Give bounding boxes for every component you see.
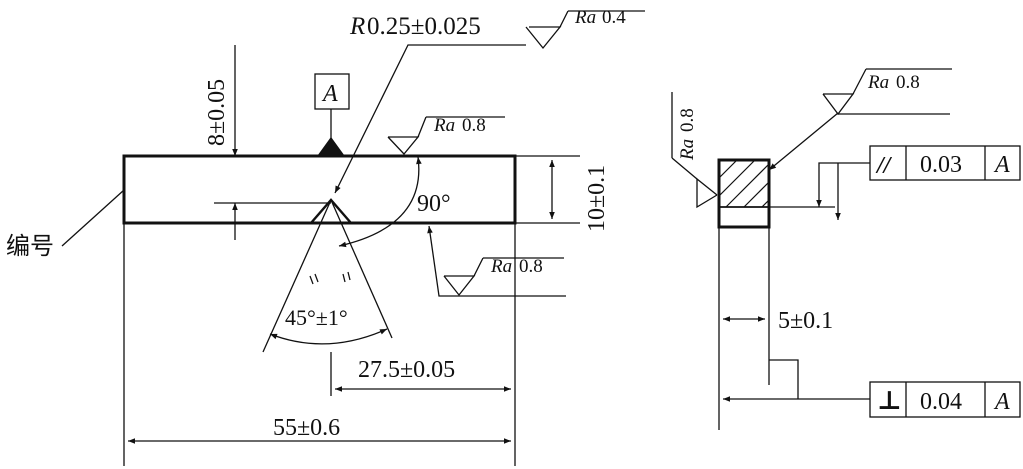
ra-value-notch: 0.4: [602, 7, 626, 28]
parallel-datum: A: [993, 152, 1010, 178]
length-dimension: 55±0.6: [273, 415, 340, 441]
thickness-dimension: 5±0.1: [778, 308, 833, 334]
ra-value-side: 0.8: [896, 72, 920, 93]
depth-dimension: 8±0.05: [204, 79, 230, 146]
ra-symbol-notch: Ra: [574, 7, 596, 28]
notch-angle-arc: [269, 328, 388, 345]
perpendicular-symbol: ⊥: [877, 386, 902, 415]
radius-prefix: R: [349, 13, 365, 40]
radius-dimension: 0.25±0.025: [367, 13, 481, 40]
specimen-side-body: [717, 158, 771, 229]
height-dimension: 10±0.1: [584, 165, 610, 232]
ra-symbol-side: Ra: [867, 72, 889, 93]
angle-90-arc: [338, 156, 422, 248]
ra-value-top: 0.8: [462, 115, 486, 136]
parallel-symbol: //: [875, 153, 893, 179]
perpendicular-value: 0.04: [920, 389, 962, 415]
datum-triangle: [316, 136, 346, 157]
datum-box: [314, 73, 350, 110]
perpendicular-datum: A: [993, 389, 1010, 415]
part-number-label: 编号: [6, 232, 54, 260]
notch-angle-label: 45°±1°: [285, 305, 348, 330]
angle-90-label: 90°: [417, 191, 451, 217]
parallel-value: 0.03: [920, 152, 962, 178]
side-roughness-leader: [768, 112, 839, 171]
ra-symbol-top: Ra: [433, 115, 455, 136]
bottom-roughness-leader: [427, 225, 566, 297]
section-hatch: [718, 159, 770, 208]
half-length-dimension: 27.5±0.05: [358, 357, 455, 383]
ra-symbol-end: Ra: [677, 139, 698, 161]
ra-symbol-bottom: Ra: [490, 256, 512, 277]
ra-value-bottom: 0.8: [519, 256, 543, 277]
radius-leader: [334, 44, 526, 194]
datum-letter: A: [321, 81, 338, 107]
ra-value-end: 0.8: [677, 108, 698, 132]
